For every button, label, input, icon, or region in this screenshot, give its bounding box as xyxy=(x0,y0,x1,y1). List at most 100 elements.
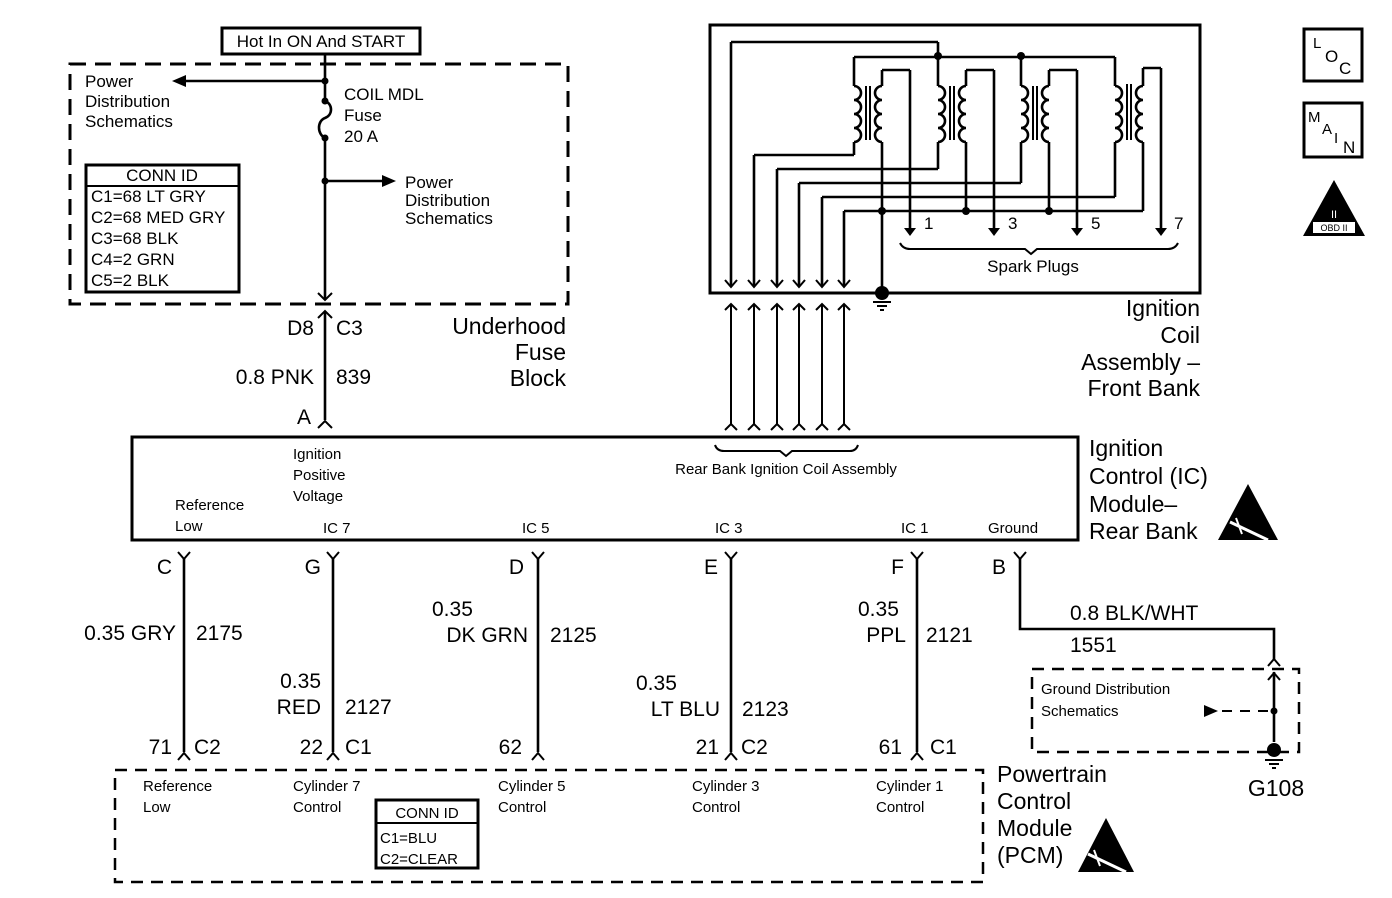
svg-text:Module: Module xyxy=(997,815,1072,841)
svg-text:2125: 2125 xyxy=(550,624,597,647)
pcm-label: Powertrain Control Module (PCM) xyxy=(997,761,1107,868)
svg-text:IC 3: IC 3 xyxy=(715,520,743,537)
svg-text:21: 21 xyxy=(696,736,719,759)
svg-text:Reference: Reference xyxy=(175,497,244,514)
coil-ground-icon xyxy=(873,286,891,311)
power-distribution-left-label: Power Distribution Schematics xyxy=(85,72,173,131)
svg-text:O: O xyxy=(1325,47,1338,66)
loc-icon[interactable]: L O C xyxy=(1302,27,1364,83)
svg-text:B: B xyxy=(992,556,1006,579)
svg-text:Positive: Positive xyxy=(293,467,346,484)
svg-text:839: 839 xyxy=(336,366,371,389)
pcm-outline xyxy=(113,768,985,884)
svg-text:(PCM): (PCM) xyxy=(997,842,1063,868)
svg-text:C1=BLU: C1=BLU xyxy=(380,830,437,847)
svg-text:Low: Low xyxy=(143,799,171,816)
pcm-conn-id-table: CONN ID C1=BLU C2=CLEAR xyxy=(374,798,480,870)
underhood-fuse-block-outline xyxy=(68,62,570,306)
main-icon[interactable]: M A I N xyxy=(1302,101,1364,159)
svg-text:G: G xyxy=(305,556,321,579)
obd-ii-icon[interactable]: II OBD II xyxy=(1303,180,1365,236)
svg-text:0.8 BLK/WHT: 0.8 BLK/WHT xyxy=(1070,602,1199,625)
wire-2121: F 0.35 PPL 2121 61 C1 xyxy=(858,551,973,761)
spark-plug-5-arrow-icon xyxy=(1071,228,1083,236)
svg-text:Underhood: Underhood xyxy=(452,313,566,339)
coil-power-rail xyxy=(729,40,1115,286)
pcm: Reference Low Cylinder 7 Control Cylinde… xyxy=(113,768,985,884)
wire-2127: G 0.35 RED 2127 22 C1 xyxy=(277,551,392,761)
svg-text:A: A xyxy=(1322,121,1332,138)
fuse-block-conn-id-table: CONN ID C1=68 LT GRY C2=68 MED GRY C3=68… xyxy=(84,163,241,294)
coil-front-bank-label: Ignition Coil Assembly – Front Bank xyxy=(1081,295,1200,401)
svg-text:Control: Control xyxy=(498,799,546,816)
svg-text:CONN ID: CONN ID xyxy=(395,805,459,822)
svg-text:Ignition: Ignition xyxy=(293,446,341,463)
ground-g108-icon xyxy=(1265,743,1283,769)
spark-plug-7-arrow-icon xyxy=(1155,228,1167,236)
svg-text:LT BLU: LT BLU xyxy=(651,698,720,721)
svg-text:F: F xyxy=(891,556,904,579)
svg-text:C: C xyxy=(157,556,172,579)
svg-text:Rear Bank Ignition Coil Assem: Rear Bank Ignition Coil Assembly xyxy=(675,461,897,478)
svg-text:C2=CLEAR: C2=CLEAR xyxy=(380,851,458,868)
svg-text:Front Bank: Front Bank xyxy=(1088,375,1201,401)
spark-plug-1-arrow-icon xyxy=(904,228,916,236)
svg-text:IC 5: IC 5 xyxy=(522,520,550,537)
svg-text:2121: 2121 xyxy=(926,624,973,647)
svg-text:OBD II: OBD II xyxy=(1320,223,1347,233)
svg-text:Schematics: Schematics xyxy=(85,112,173,131)
coil-1 xyxy=(752,57,912,290)
svg-text:C2: C2 xyxy=(741,736,768,759)
wire-839: D8 C3 0.8 PNK 839 A xyxy=(236,309,371,429)
svg-text:Schematics: Schematics xyxy=(1041,703,1119,720)
svg-text:2127: 2127 xyxy=(345,696,392,719)
svg-text:Assembly –: Assembly – xyxy=(1081,349,1200,375)
svg-text:C4=2 GRN: C4=2 GRN xyxy=(91,250,175,269)
spark-plug-outputs: 1 3 5 7 Spark Plugs xyxy=(899,214,1183,276)
svg-text:C1: C1 xyxy=(930,736,957,759)
spark-plugs-brace xyxy=(899,242,1179,256)
svg-text:PPL: PPL xyxy=(866,624,906,647)
svg-text:3: 3 xyxy=(1008,214,1017,233)
hot-in-text: Hot In ON And START xyxy=(237,32,406,51)
coil-to-ic-harness xyxy=(724,302,851,431)
svg-text:Module–: Module– xyxy=(1089,491,1177,517)
ic-module: Ignition Positive Voltage Reference Low … xyxy=(130,435,1080,542)
svg-text:Voltage: Voltage xyxy=(293,488,343,505)
coil-3 xyxy=(936,56,996,230)
svg-text:Cylinder 3: Cylinder 3 xyxy=(692,778,760,795)
svg-text:0.35: 0.35 xyxy=(636,672,677,695)
svg-text:Ignition: Ignition xyxy=(1126,295,1200,321)
svg-text:Rear Bank: Rear Bank xyxy=(1089,518,1198,544)
svg-text:Powertrain: Powertrain xyxy=(997,761,1107,787)
svg-text:Ignition: Ignition xyxy=(1089,435,1163,461)
svg-text:Reference: Reference xyxy=(143,778,212,795)
arrow-right-icon xyxy=(382,175,396,187)
svg-text:61: 61 xyxy=(879,736,902,759)
svg-text:Distribution: Distribution xyxy=(85,92,170,111)
underhood-fuse-block-label: Underhood Fuse Block xyxy=(452,313,566,391)
svg-text:Control: Control xyxy=(876,799,924,816)
svg-text:C3=68 BLK: C3=68 BLK xyxy=(91,229,179,248)
svg-text:0.35: 0.35 xyxy=(432,598,473,621)
svg-text:Cylinder 5: Cylinder 5 xyxy=(498,778,566,795)
arrow-icon xyxy=(1204,705,1218,717)
fuse-icon xyxy=(317,99,333,140)
ignition-voltage-label: Ignition Positive Voltage xyxy=(293,446,346,505)
svg-text:D: D xyxy=(509,556,524,579)
svg-text:L: L xyxy=(1313,35,1321,52)
svg-text:C3: C3 xyxy=(336,317,363,340)
svg-text:71: 71 xyxy=(149,736,172,759)
coil-7 xyxy=(1113,57,1163,230)
svg-text:Cylinder 1: Cylinder 1 xyxy=(876,778,944,795)
reference-low-label: Reference Low xyxy=(175,497,244,535)
svg-text:DK GRN: DK GRN xyxy=(446,624,528,647)
svg-text:IC 7: IC 7 xyxy=(323,520,351,537)
svg-text:5: 5 xyxy=(1091,214,1100,233)
ignition-coil-front-bank: 1 3 5 7 Spark Plugs xyxy=(708,23,1202,311)
svg-text:20 A: 20 A xyxy=(344,127,379,146)
svg-text:22: 22 xyxy=(300,736,323,759)
svg-text:Coil: Coil xyxy=(1160,322,1200,348)
svg-text:I: I xyxy=(1334,130,1338,147)
